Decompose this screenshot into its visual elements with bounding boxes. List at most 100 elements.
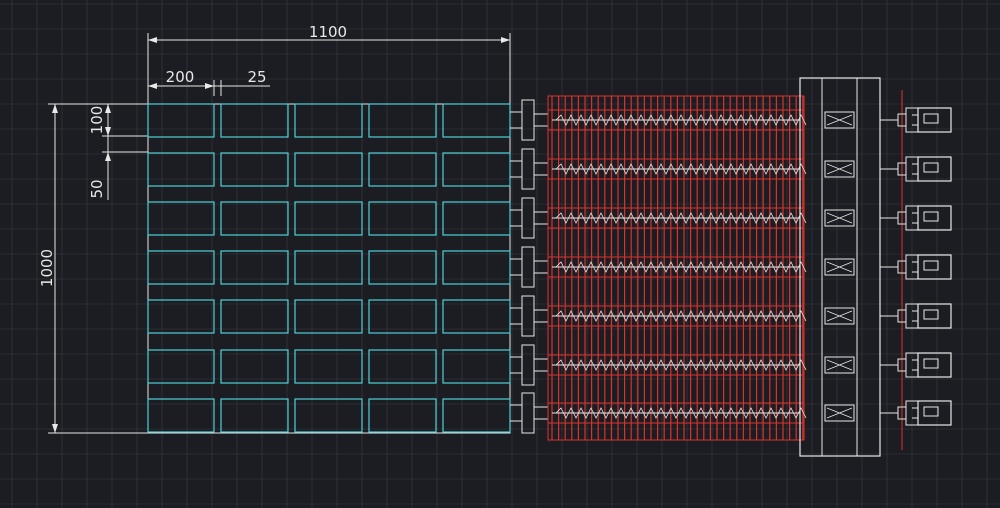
dim-total-width: 1100 bbox=[309, 23, 347, 41]
motor-nameplate bbox=[923, 162, 939, 173]
gear-box bbox=[824, 307, 855, 325]
heater-section bbox=[547, 95, 807, 441]
dim-row-gap: 50 bbox=[88, 179, 106, 198]
gear-mark bbox=[826, 310, 853, 322]
cell bbox=[294, 201, 363, 236]
cell bbox=[220, 103, 289, 138]
connector-block bbox=[521, 295, 535, 337]
screw-flight bbox=[555, 114, 807, 126]
connector-block bbox=[521, 197, 535, 239]
gear-mark bbox=[826, 212, 853, 224]
dim-arrow bbox=[52, 424, 58, 433]
cell bbox=[147, 299, 215, 334]
cell-grid bbox=[147, 103, 511, 434]
connector-block bbox=[521, 344, 535, 386]
motor-body bbox=[917, 107, 952, 133]
cell bbox=[442, 250, 511, 285]
cell bbox=[442, 103, 511, 138]
connector-column bbox=[510, 99, 548, 434]
screw-flight bbox=[555, 163, 807, 175]
cell bbox=[147, 103, 215, 138]
cell bbox=[147, 201, 215, 236]
dimension-lines bbox=[48, 33, 511, 434]
cell bbox=[220, 398, 289, 433]
gear-box bbox=[824, 111, 855, 129]
motor-body bbox=[917, 254, 952, 280]
screw-flight bbox=[555, 261, 807, 273]
cell bbox=[442, 299, 511, 334]
cell bbox=[368, 103, 437, 138]
screw-flight bbox=[555, 310, 807, 322]
dim-arrow bbox=[205, 83, 214, 89]
dim-arrow bbox=[105, 104, 111, 113]
cell bbox=[294, 299, 363, 334]
motor-nameplate bbox=[923, 406, 939, 417]
cell bbox=[147, 152, 215, 187]
dim-total-height: 1000 bbox=[38, 249, 56, 287]
dim-arrow bbox=[105, 152, 111, 161]
connector-block bbox=[521, 99, 535, 141]
cell bbox=[442, 349, 511, 384]
cell bbox=[220, 201, 289, 236]
screw-flight bbox=[555, 212, 807, 224]
dim-arrow bbox=[148, 83, 157, 89]
dim-arrow bbox=[52, 104, 58, 113]
connector-block bbox=[521, 148, 535, 190]
dimension-annotations: 1100 200 25 100 50 1000 bbox=[38, 23, 347, 287]
connector-block bbox=[521, 392, 535, 434]
motor-nameplate bbox=[923, 260, 939, 271]
gear-mark bbox=[826, 359, 853, 371]
cell bbox=[294, 398, 363, 433]
dim-arrow bbox=[501, 37, 510, 43]
motor-nameplate bbox=[923, 309, 939, 320]
drive-frame bbox=[799, 77, 881, 457]
cell bbox=[294, 103, 363, 138]
gear-box bbox=[824, 404, 855, 422]
cell bbox=[442, 201, 511, 236]
cell bbox=[442, 152, 511, 187]
motor-nameplate bbox=[923, 113, 939, 124]
screw-flight bbox=[555, 359, 807, 371]
gear-box bbox=[824, 258, 855, 276]
motor-body bbox=[917, 400, 952, 426]
motor-nameplate bbox=[923, 211, 939, 222]
motor-body bbox=[917, 205, 952, 231]
gear-mark bbox=[826, 407, 853, 419]
cell bbox=[147, 349, 215, 384]
gear-box bbox=[824, 356, 855, 374]
cell bbox=[220, 152, 289, 187]
dim-cell-width: 200 bbox=[166, 68, 195, 86]
cell bbox=[294, 250, 363, 285]
motor-nameplate bbox=[923, 358, 939, 369]
connector-block bbox=[521, 246, 535, 288]
cell bbox=[368, 250, 437, 285]
gear-mark bbox=[826, 261, 853, 273]
dim-cell-height: 100 bbox=[88, 106, 106, 135]
motor-body bbox=[917, 156, 952, 182]
dim-arrow bbox=[105, 127, 111, 136]
cell bbox=[147, 398, 215, 433]
motor-body bbox=[917, 303, 952, 329]
cell bbox=[220, 250, 289, 285]
cell bbox=[368, 349, 437, 384]
cell bbox=[368, 152, 437, 187]
gear-box bbox=[824, 160, 855, 178]
motor-column bbox=[880, 90, 952, 450]
cell bbox=[368, 299, 437, 334]
motor-body bbox=[917, 352, 952, 378]
cell bbox=[147, 250, 215, 285]
cell bbox=[294, 152, 363, 187]
cell bbox=[294, 349, 363, 384]
cell bbox=[368, 398, 437, 433]
dim-cell-gap: 25 bbox=[247, 68, 266, 86]
screw-flight bbox=[555, 407, 807, 419]
cell bbox=[368, 201, 437, 236]
cell bbox=[442, 398, 511, 433]
dim-arrow bbox=[148, 37, 157, 43]
gear-box bbox=[824, 209, 855, 227]
gear-mark bbox=[826, 114, 853, 126]
cell bbox=[220, 349, 289, 384]
gear-mark bbox=[826, 163, 853, 175]
